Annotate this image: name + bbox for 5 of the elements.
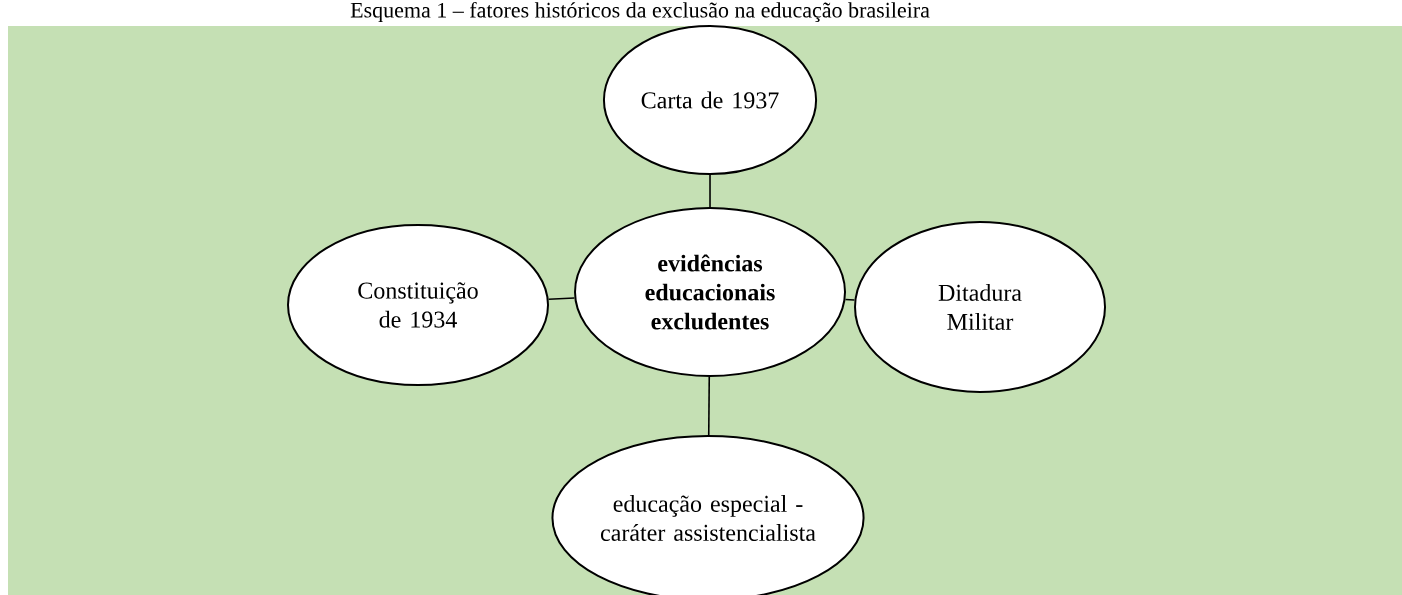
connector-line	[547, 297, 576, 300]
connector-line	[709, 174, 711, 208]
connector-line	[844, 298, 856, 301]
connector-line	[707, 376, 711, 436]
title: Esquema 1 – fatores históricos da exclusão na educação brasileira	[350, 1, 930, 23]
